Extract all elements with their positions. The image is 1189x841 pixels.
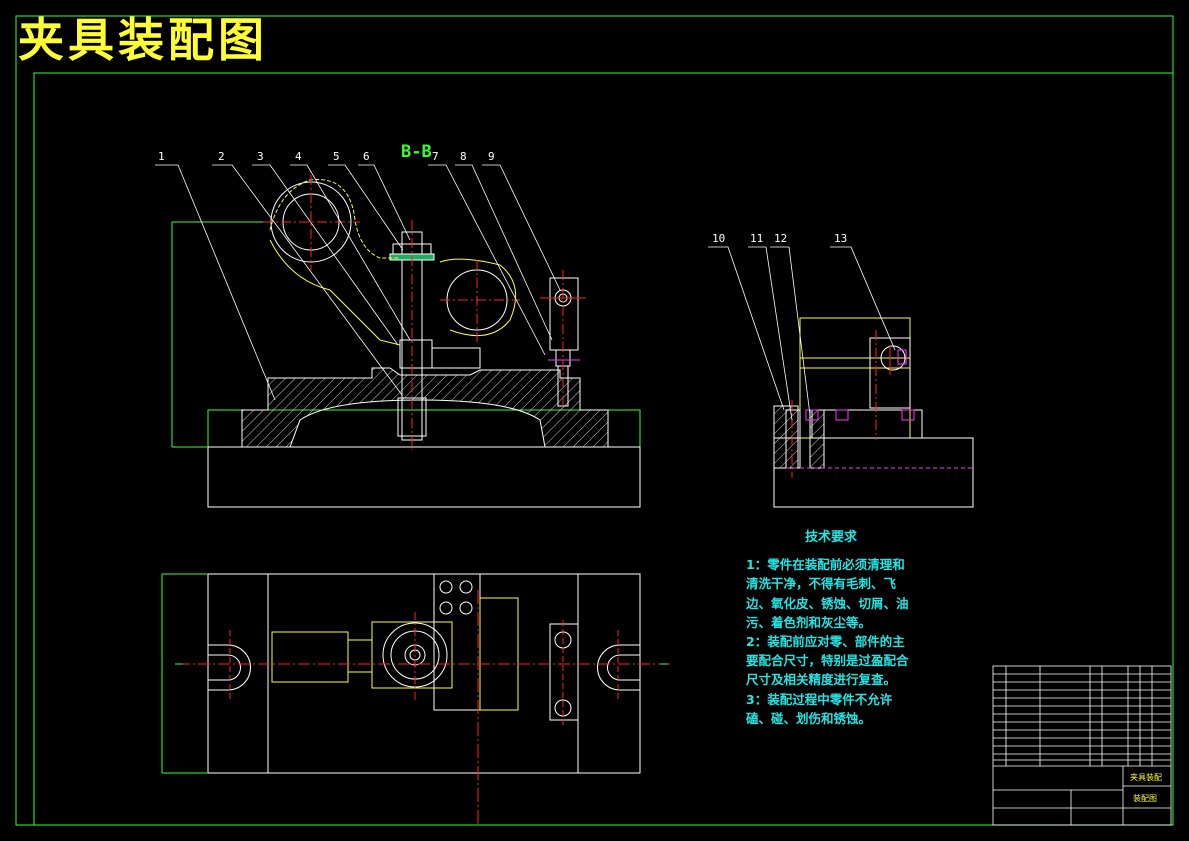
part-callout-13: 13 [834,232,848,245]
section-label: B-B [401,142,432,162]
part-callout-1: 1 [158,150,165,163]
part-callout-8: 8 [460,150,467,163]
tech-requirement-3: 3：装配过程中零件不允许磕、碰、划伤和锈蚀。 [746,691,893,726]
side-view [773,317,974,508]
inner-frame [33,72,1174,826]
title-block-drawing-name: 装配图 [1133,794,1157,803]
title-block-name: 夹具装配 [1130,773,1162,782]
part-callout-12: 12 [774,232,788,245]
tech-requirement-2: 2：装配前应对零、部件的主要配合尺寸，特别是过盈配合尺寸及相关精度进行复查。 [746,634,909,688]
title-block [992,665,1172,826]
tech-requirements-heading: 技术要求 [804,530,857,545]
part-callout-2: 2 [218,150,225,163]
leader-lines-top [155,164,561,401]
leader-lines-side [708,246,896,421]
part-callout-6: 6 [363,150,370,163]
part-callout-11: 11 [750,232,764,245]
section-view-bb [171,175,641,508]
part-callout-4: 4 [295,150,302,163]
part-callout-5: 5 [333,150,340,163]
part-callout-10: 10 [712,232,726,245]
part-callout-9: 9 [488,150,495,163]
technical-requirements: 技术要求 1：零件在装配前必须清理和清洗干净，不得有毛刺、飞边、氧化皮、锈蚀、切… [746,528,916,728]
tech-requirement-1: 1：零件在装配前必须清理和清洗干净，不得有毛刺、飞边、氧化皮、锈蚀、切屑、油污、… [746,557,909,630]
part-callout-7: 7 [432,150,439,163]
top-view [161,573,670,825]
drawing-title: 夹具装配图 [18,13,268,67]
part-callout-3: 3 [257,150,264,163]
